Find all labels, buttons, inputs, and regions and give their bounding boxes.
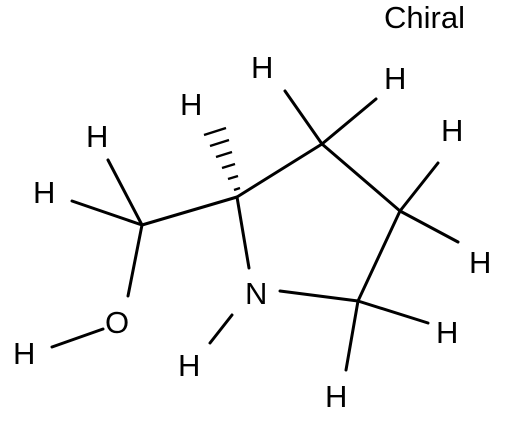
bond-n-c2 bbox=[235, 195, 251, 270]
bond-ch2-o bbox=[126, 223, 144, 298]
atom-h-c4-bottom: H bbox=[469, 245, 491, 280]
bond-c3-c4 bbox=[320, 142, 402, 213]
bond-c2-c3 bbox=[235, 142, 324, 199]
bond-c3-h-left bbox=[283, 89, 324, 146]
atom-h-c4-top: H bbox=[441, 113, 463, 148]
atom-nitrogen: N bbox=[245, 276, 267, 311]
atom-h-on-o: H bbox=[13, 336, 35, 371]
bond-c4-c5 bbox=[356, 209, 402, 303]
bond-n-h bbox=[208, 313, 234, 345]
atom-h-on-n: H bbox=[178, 348, 200, 383]
bond-ch2-h-left bbox=[70, 199, 144, 227]
chiral-label: Chiral bbox=[384, 0, 465, 35]
atom-h-c3-right: H bbox=[384, 61, 406, 96]
hashed-wedge-bond bbox=[203, 126, 241, 192]
bond-c2-ch2 bbox=[140, 195, 239, 227]
bond-c5-n bbox=[278, 289, 360, 303]
atom-h-c5-bottom: H bbox=[325, 379, 347, 414]
atom-oxygen: O bbox=[105, 305, 129, 340]
bond-ch2-h-top bbox=[106, 158, 144, 227]
bond-c5-h-bottom bbox=[344, 299, 360, 372]
atom-h-c3-left: H bbox=[251, 50, 273, 85]
atom-h-ch2-left: H bbox=[33, 175, 55, 210]
bond-c5-h-right bbox=[356, 299, 430, 325]
atom-h-ch2-top: H bbox=[86, 119, 108, 154]
bond-c4-h-top bbox=[398, 161, 440, 213]
atom-h-stereo: H bbox=[180, 87, 202, 122]
bond-c4-h-bottom bbox=[398, 209, 460, 244]
bond-c3-h-right bbox=[320, 97, 378, 146]
atom-h-c5-right: H bbox=[436, 315, 458, 350]
bond-o-h bbox=[50, 327, 105, 349]
